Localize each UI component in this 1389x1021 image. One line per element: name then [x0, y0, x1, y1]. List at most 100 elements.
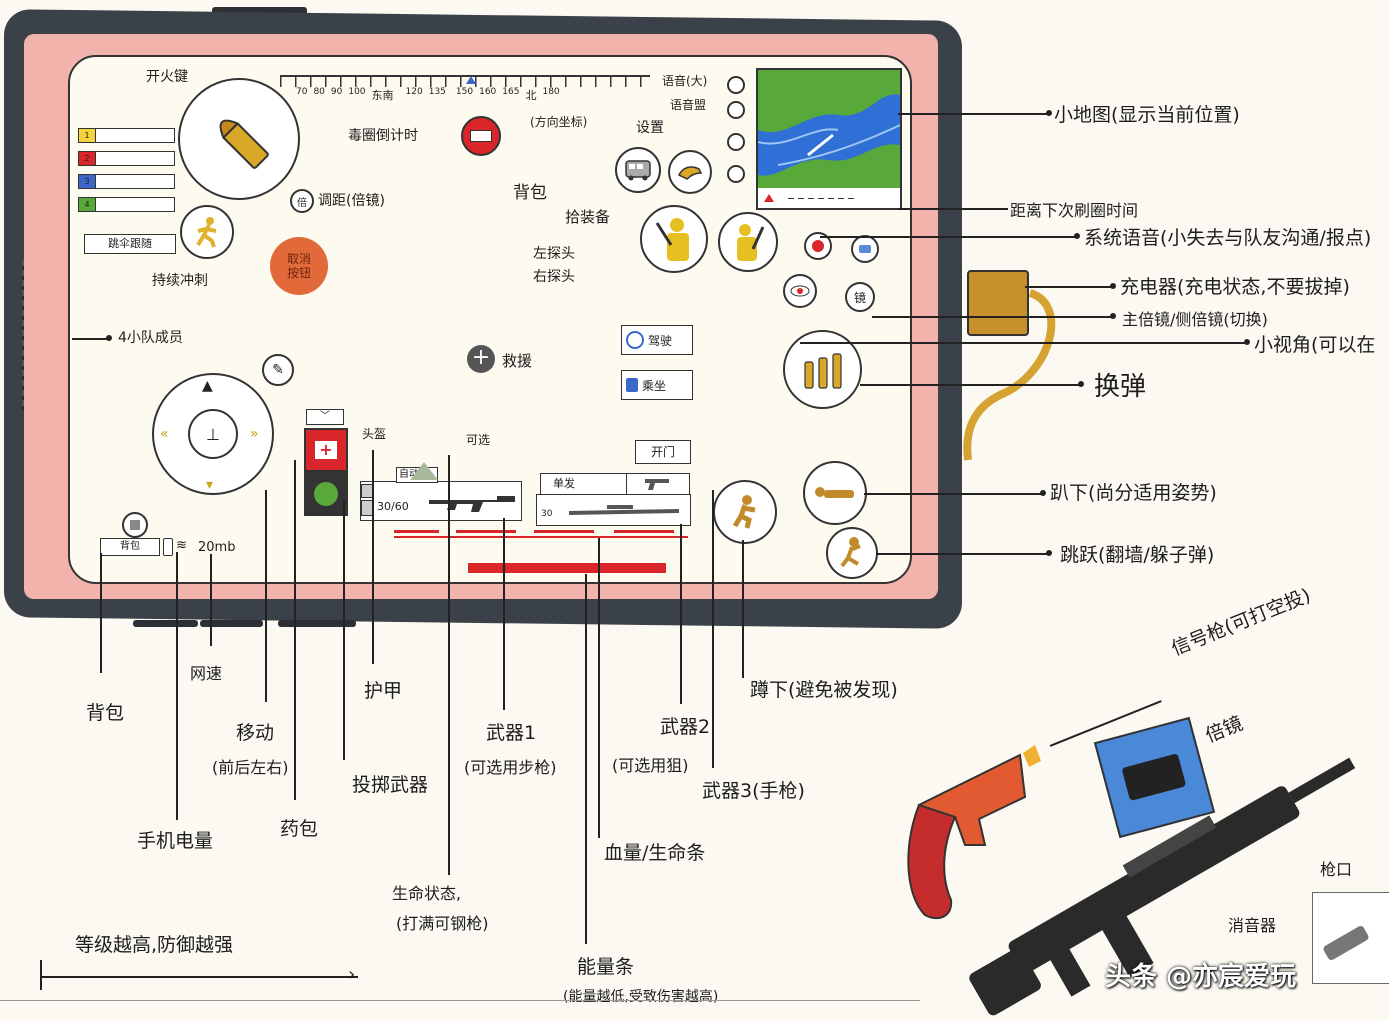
flare-gun-icon: [907, 745, 1041, 920]
left-peek-button[interactable]: [640, 205, 708, 273]
gear-icon[interactable]: [727, 133, 745, 151]
fire-mode-single[interactable]: 单发: [540, 473, 634, 495]
rescue-label: 救援: [502, 352, 533, 370]
throwable-button[interactable]: [304, 472, 348, 516]
pick-gear-button[interactable]: [668, 150, 712, 194]
rescue-button[interactable]: +: [467, 345, 495, 373]
backpack-small-icon: [122, 512, 148, 538]
annotation-life-state-sub: (打满可钢枪): [396, 914, 489, 933]
scope-adjust-icon[interactable]: 倍: [290, 189, 314, 213]
annotation-weapon1-sub: (可选用步枪): [464, 758, 557, 777]
weapon2-slot[interactable]: 30: [536, 494, 691, 526]
direction-coord-label: (方向坐标): [530, 115, 588, 129]
bullet-icon: [219, 119, 269, 169]
steering-wheel-icon: [626, 331, 644, 349]
annotation-scope-switch: 主倍镜/侧倍镜(切换): [1122, 310, 1268, 329]
teammate-bar-1: 1: [78, 128, 175, 143]
hand-icon: [677, 166, 703, 180]
annotation-life-state: 生命状态,: [392, 884, 462, 903]
soldier-left-icon: [655, 218, 689, 261]
annotation-health: 血量/生命条: [604, 842, 706, 864]
charger-plug: [967, 270, 1029, 336]
chevron-down-icon[interactable]: ﹀: [306, 409, 344, 425]
annotation-muzzle: 枪口: [1320, 860, 1353, 879]
annotation-move-sub: (前后左右): [212, 758, 289, 777]
chat-icon[interactable]: [851, 235, 879, 263]
network-speed-value: 20mb: [198, 540, 236, 555]
open-door-button[interactable]: 开门: [635, 440, 691, 464]
backpack-label: 背包: [513, 183, 547, 203]
prone-button[interactable]: [803, 461, 867, 525]
helmet-label: 头盔: [362, 427, 387, 441]
annotation-network-speed: 网速: [190, 664, 223, 683]
teammate-bar-2: 2: [78, 151, 175, 166]
voice-mid-label: 语音盟: [670, 98, 707, 112]
weapon1-ammo: 30/60: [377, 500, 409, 513]
compass: 70 80 90 100 东南 120 135 150 160 165 北 18…: [280, 72, 660, 102]
voice-top-label: 语音(大): [662, 74, 708, 88]
volume-button: [133, 620, 198, 627]
backpack-status[interactable]: 背包: [100, 538, 160, 556]
annotation-weapon1: 武器1: [486, 722, 537, 744]
annotation-jump: 跳跃(翻墙/躲子弹): [1060, 544, 1215, 566]
drive-button[interactable]: 驾驶: [621, 325, 693, 355]
assault-rifle-icon: [969, 757, 1356, 1016]
backpack-button[interactable]: [615, 147, 661, 193]
compass-tick: 80: [313, 87, 325, 97]
compass-tick: 180: [542, 87, 560, 97]
speaker-icon[interactable]: [727, 76, 745, 94]
ride-button[interactable]: 乘坐: [621, 370, 693, 400]
cancel-jump-button[interactable]: 取消 按钮: [270, 237, 328, 295]
pistol-icon: [645, 479, 669, 490]
weapon1-slot[interactable]: 30/60: [360, 481, 522, 521]
annotation-weapon2-sub: (可选用狙): [612, 756, 689, 775]
optional-label: 可选: [466, 433, 491, 447]
poison-timer-label: 毒圈倒计时: [348, 128, 418, 144]
seat-icon: [626, 378, 638, 392]
jump-button[interactable]: [826, 527, 878, 579]
left-peek-label: 左探头: [533, 246, 575, 262]
scope-switch-icon[interactable]: 镜: [845, 282, 875, 312]
crouch-button[interactable]: [713, 480, 777, 544]
annotation-medkit: 药包: [280, 818, 319, 840]
grenade-icon: [314, 482, 338, 506]
suppressor-box: [1312, 892, 1389, 984]
settings-dot-icon[interactable]: [727, 165, 745, 183]
annotation-backpack: 背包: [86, 702, 125, 724]
annotation-armor: 护甲: [364, 680, 403, 702]
joystick-knob[interactable]: ⊥: [188, 409, 238, 459]
follow-jump-button[interactable]: 跳伞跟随: [84, 234, 176, 254]
charger-cable: [963, 289, 1056, 461]
wrench-icon[interactable]: ✎: [262, 354, 294, 386]
settings-label: 设置: [636, 120, 664, 136]
annotation-minimap: 小地图(显示当前位置): [1054, 104, 1240, 126]
annotation-energy-sub: (能量越低,受致伤害越高): [563, 989, 719, 1005]
cancel-jump-label: 取消 按钮: [286, 252, 311, 280]
fire-key-label: 开火键: [146, 69, 188, 85]
annotation-crouch: 蹲下(避免被发现): [750, 679, 898, 701]
sniper-rifle-icon: [569, 505, 679, 515]
weapon3-slot[interactable]: [626, 473, 690, 495]
annotation-prone: 趴下(尚分适用姿势): [1050, 482, 1217, 504]
mountain-icon: [410, 462, 438, 480]
right-peek-button[interactable]: [718, 212, 778, 272]
bullets-icon: [803, 352, 842, 389]
compass-tick: 160: [479, 87, 497, 97]
medkit-button[interactable]: +: [304, 428, 348, 472]
sprint-button[interactable]: [180, 205, 234, 259]
annotation-level: 等级越高,防御越强: [75, 934, 234, 956]
volume-button: [200, 620, 263, 627]
annotation-system-voice: 系统语音(小失去与队友沟通/报点): [1084, 227, 1372, 249]
minimap[interactable]: [756, 68, 902, 194]
annotation-throwable: 投掷武器: [352, 774, 429, 796]
annotation-battery: 手机电量: [137, 830, 214, 852]
microphone-icon[interactable]: [727, 101, 745, 119]
annotation-reload: 换弹: [1094, 372, 1147, 402]
annotation-weapon2: 武器2: [660, 716, 711, 738]
fire-button[interactable]: [178, 78, 300, 200]
movement-joystick[interactable]: ⊥: [152, 373, 274, 495]
continue-sprint-label: 持续冲刺: [152, 273, 208, 289]
wifi-icon: ≋: [176, 538, 187, 553]
free-look-eye-icon[interactable]: [783, 274, 817, 308]
compass-tick: 150: [455, 87, 474, 97]
